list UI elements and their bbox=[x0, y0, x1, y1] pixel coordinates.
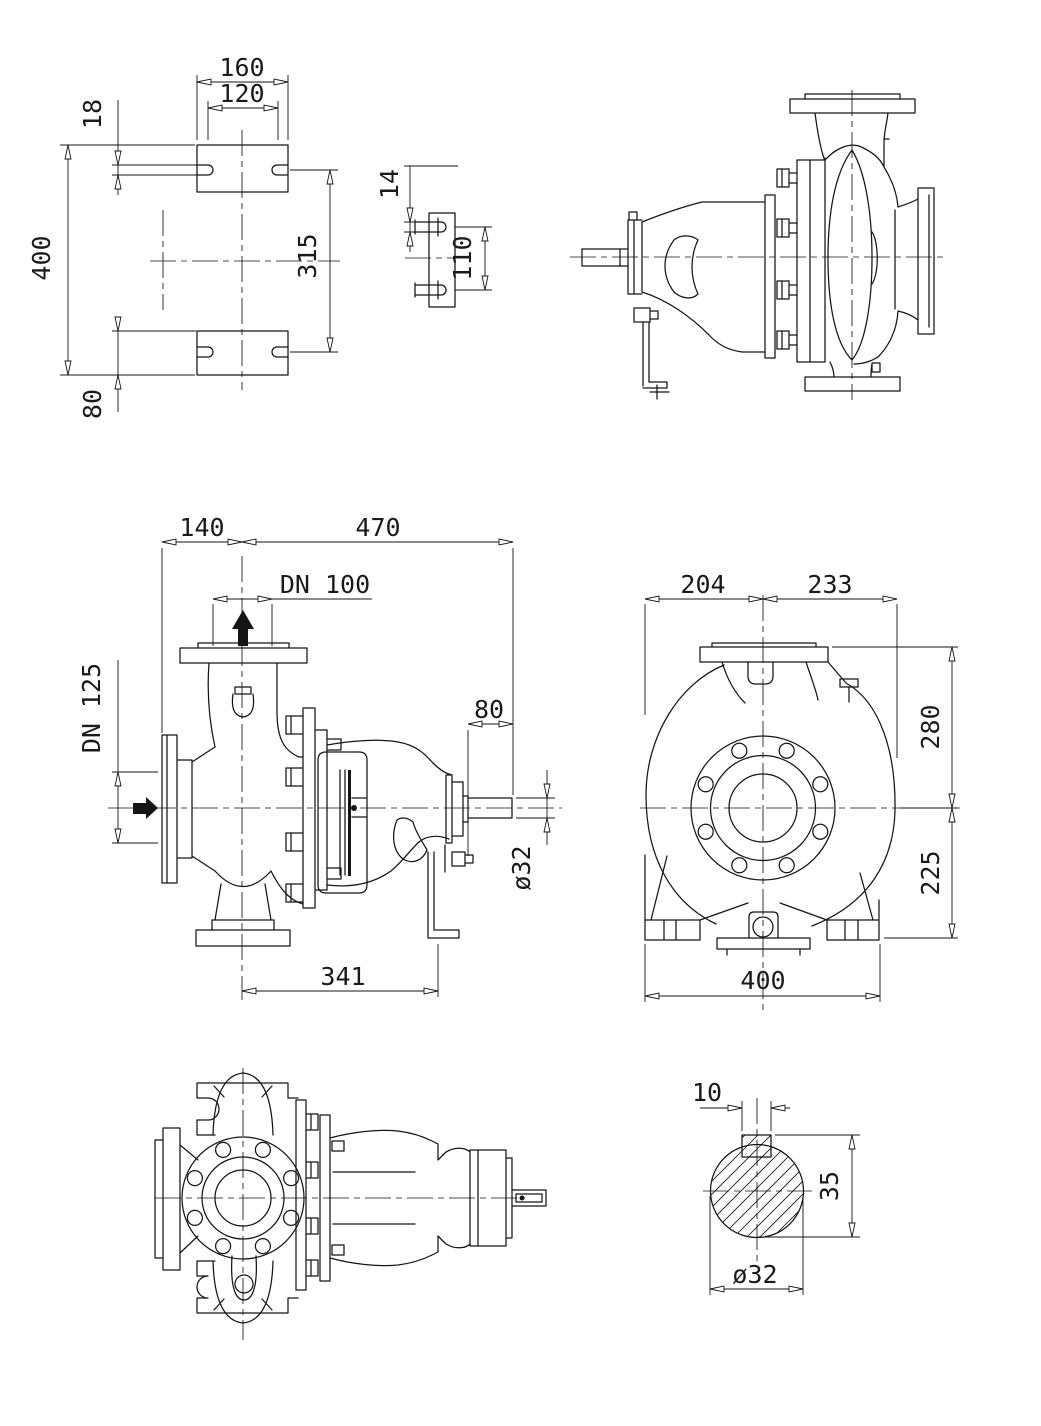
discharge-bolt-holes bbox=[186, 1141, 300, 1255]
dim-suction-nominal: DN 125 bbox=[77, 663, 106, 753]
dim-base-width: 400 bbox=[740, 966, 785, 995]
dim-key-width: 10 bbox=[692, 1078, 722, 1107]
dim-slot-spacing: 120 bbox=[219, 79, 264, 108]
bolt-hole bbox=[282, 1209, 300, 1227]
pump-top-bracket-frame bbox=[329, 1129, 547, 1267]
shaft-center-dot bbox=[519, 1195, 525, 1201]
view-pump-front: 204 233 280 225 400 bbox=[640, 570, 965, 1015]
key-outline bbox=[741, 1134, 772, 1158]
drain-plug-circle bbox=[752, 916, 774, 938]
dim-axis-to-discharge-face: 280 bbox=[916, 704, 945, 749]
pump-side-cover-and-bolts bbox=[285, 707, 342, 909]
pump-top-casing bbox=[196, 1072, 299, 1324]
drive-side-bracket bbox=[641, 194, 776, 359]
dim-shaft-end-length: 80 bbox=[474, 695, 504, 724]
pump-front-casing bbox=[644, 642, 896, 956]
discharge-flange-mid bbox=[201, 1156, 285, 1240]
flow-right-arrow-icon bbox=[133, 797, 158, 819]
bolt-hole bbox=[697, 776, 714, 793]
dim-bracket-slot-center-spacing: 110 bbox=[448, 235, 477, 280]
drive-side-casing bbox=[789, 93, 935, 392]
bolt-hole bbox=[812, 776, 829, 793]
bolt-hole bbox=[282, 1169, 300, 1187]
dim-axis-to-base: 225 bbox=[916, 850, 945, 895]
dim-pad-width: 160 bbox=[219, 53, 264, 82]
bracket-dim-arrowheads bbox=[406, 207, 489, 291]
hub-circle bbox=[728, 773, 798, 843]
shaft-circle bbox=[709, 1143, 805, 1239]
dim-axis-to-support-foot: 341 bbox=[320, 962, 365, 991]
flow-up-arrow-icon bbox=[232, 610, 254, 646]
foundation-pads-outline bbox=[196, 144, 289, 376]
dim-bracket-slot-width: 14 bbox=[375, 169, 404, 199]
bolt-hole bbox=[778, 742, 795, 759]
gland-packing-bar bbox=[348, 770, 351, 876]
bracket-outline bbox=[414, 212, 456, 308]
bolt-hole bbox=[254, 1237, 272, 1255]
view-pump-top bbox=[154, 1068, 547, 1340]
dim-axis-to-shaft-end: 470 bbox=[355, 513, 400, 542]
bolt-hole bbox=[812, 823, 829, 840]
cover-outer-circle bbox=[690, 735, 836, 881]
drive-side-centerlines bbox=[570, 90, 945, 400]
pump-side-dimension-lines bbox=[112, 541, 555, 997]
dim-axis-to-right-edge: 233 bbox=[807, 570, 852, 599]
foundation-dimension-lines bbox=[60, 75, 338, 412]
view-pump-drive-side bbox=[570, 90, 945, 400]
pump-side-centerlines bbox=[108, 556, 562, 1000]
dim-shaft-end-diameter: ø32 bbox=[507, 845, 536, 890]
view-pump-side: 140 470 DN 100 DN 125 80 ø32 341 bbox=[77, 513, 562, 1000]
bolt-hole bbox=[214, 1141, 232, 1159]
bolt-hole bbox=[731, 857, 748, 874]
drain-hole bbox=[234, 1274, 254, 1294]
dim-discharge-nominal: DN 100 bbox=[280, 570, 370, 599]
discharge-bore bbox=[214, 1169, 272, 1227]
view-foundation-plan: 160 120 18 400 315 80 bbox=[27, 53, 340, 419]
bolt-hole bbox=[214, 1237, 232, 1255]
foundation-centerlines bbox=[150, 130, 340, 390]
dim-shaft-diameter: ø32 bbox=[732, 1260, 777, 1289]
bolt-hole bbox=[697, 823, 714, 840]
shaft-section-centerlines bbox=[703, 1098, 812, 1262]
dim-axis-to-left-edge: 204 bbox=[680, 570, 725, 599]
discharge-flange-outer bbox=[181, 1136, 305, 1260]
dim-slot-width: 18 bbox=[78, 99, 107, 129]
dim-slot-center-spacing: 315 bbox=[293, 233, 322, 278]
pump-side-suction-flange bbox=[161, 734, 216, 884]
shaft-section-dim-arrowheads bbox=[709, 1104, 856, 1293]
cover-mid-circle bbox=[709, 754, 817, 862]
section-hatching bbox=[710, 1135, 804, 1238]
view-shaft-section: 10 35 ø32 bbox=[692, 1078, 860, 1295]
drive-side-shaft-and-bearing bbox=[581, 211, 643, 295]
cover-bolt-holes bbox=[697, 742, 829, 874]
pump-side-casing bbox=[179, 642, 308, 947]
pump-side-dim-arrowheads bbox=[114, 538, 551, 995]
pump-front-centerlines bbox=[640, 595, 965, 1015]
bolt-hole bbox=[778, 857, 795, 874]
dim-pad-length: 80 bbox=[78, 389, 107, 419]
dim-suction-face-to-axis: 140 bbox=[179, 513, 224, 542]
dim-height-over-key: 35 bbox=[815, 1171, 844, 1201]
bolt-hole bbox=[186, 1169, 204, 1187]
pump-top-cover-and-bolts bbox=[295, 1099, 331, 1291]
shaft-center-dot bbox=[351, 805, 357, 811]
bolt-hole bbox=[254, 1141, 272, 1159]
view-bracket-side: 14 110 bbox=[375, 165, 492, 308]
bolt-hole bbox=[731, 742, 748, 759]
pump-side-support-foot bbox=[427, 844, 474, 939]
drive-side-foot bbox=[633, 307, 670, 400]
pump-side-bracket-frame bbox=[317, 739, 513, 894]
drive-side-cover-bolts bbox=[776, 168, 798, 350]
bolt-hole bbox=[186, 1209, 204, 1227]
pump-top-suction-flange bbox=[154, 1127, 199, 1271]
dim-overall-length: 400 bbox=[27, 235, 56, 280]
pump-front-dim-arrowheads bbox=[644, 595, 956, 1000]
foundation-dim-arrowheads bbox=[64, 78, 334, 390]
pump-top-centerlines bbox=[155, 1068, 525, 1340]
